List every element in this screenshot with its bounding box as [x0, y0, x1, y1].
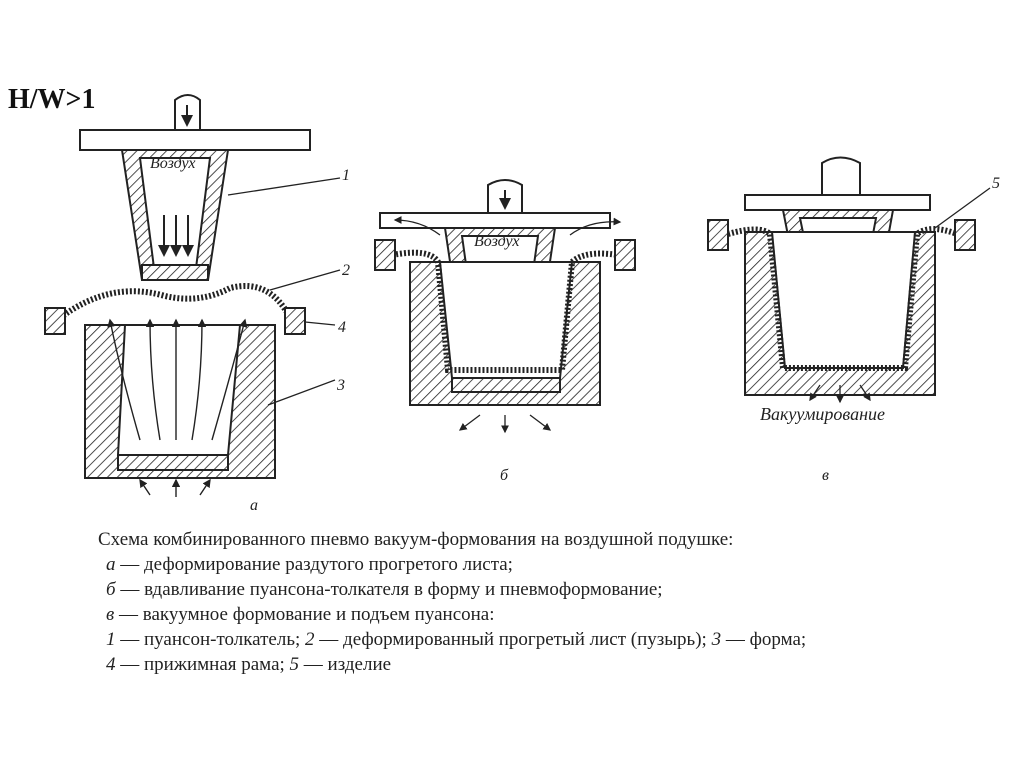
- air-label: Воздух: [150, 155, 195, 172]
- part-number-3: 3: [336, 377, 345, 394]
- panel-letter-a: а: [250, 497, 258, 514]
- panel-a: [44, 94, 341, 497]
- caption-legend-1: 1 — пуансон-толкатель; 2 — деформированн…: [106, 629, 807, 650]
- vacuum-label: Вакуумирование: [760, 404, 885, 424]
- clamp-frame: [44, 307, 66, 335]
- panel-c: [707, 156, 991, 404]
- top-plate: [79, 129, 311, 151]
- height-width-ratio-label: H/W>1: [8, 84, 96, 115]
- part-number-2: 2: [342, 262, 350, 279]
- part-number-4: 4: [338, 319, 346, 336]
- caption-line-b: б — вдавливание пуансона-толкателя в фор…: [106, 579, 663, 600]
- panel-letter-c: в: [822, 467, 829, 484]
- caption-legend-2: 4 — прижимная рама; 5 — изделие: [106, 654, 392, 675]
- part-number-5: 5: [992, 175, 1000, 192]
- part-number-1: 1: [342, 167, 350, 184]
- caption-line-a: а — деформирование раздутого прогретого …: [106, 554, 513, 575]
- panel-b: [374, 179, 636, 434]
- air-label: Воздух: [474, 233, 519, 250]
- panel-letter-b: б: [500, 467, 509, 484]
- figure-caption: Схема комбинированного пневмо вакуум-фор…: [98, 527, 806, 677]
- caption-line-c: в — вакуумное формование и подъем пуансо…: [106, 604, 495, 625]
- caption-title: Схема комбинированного пневмо вакуум-фор…: [98, 529, 734, 550]
